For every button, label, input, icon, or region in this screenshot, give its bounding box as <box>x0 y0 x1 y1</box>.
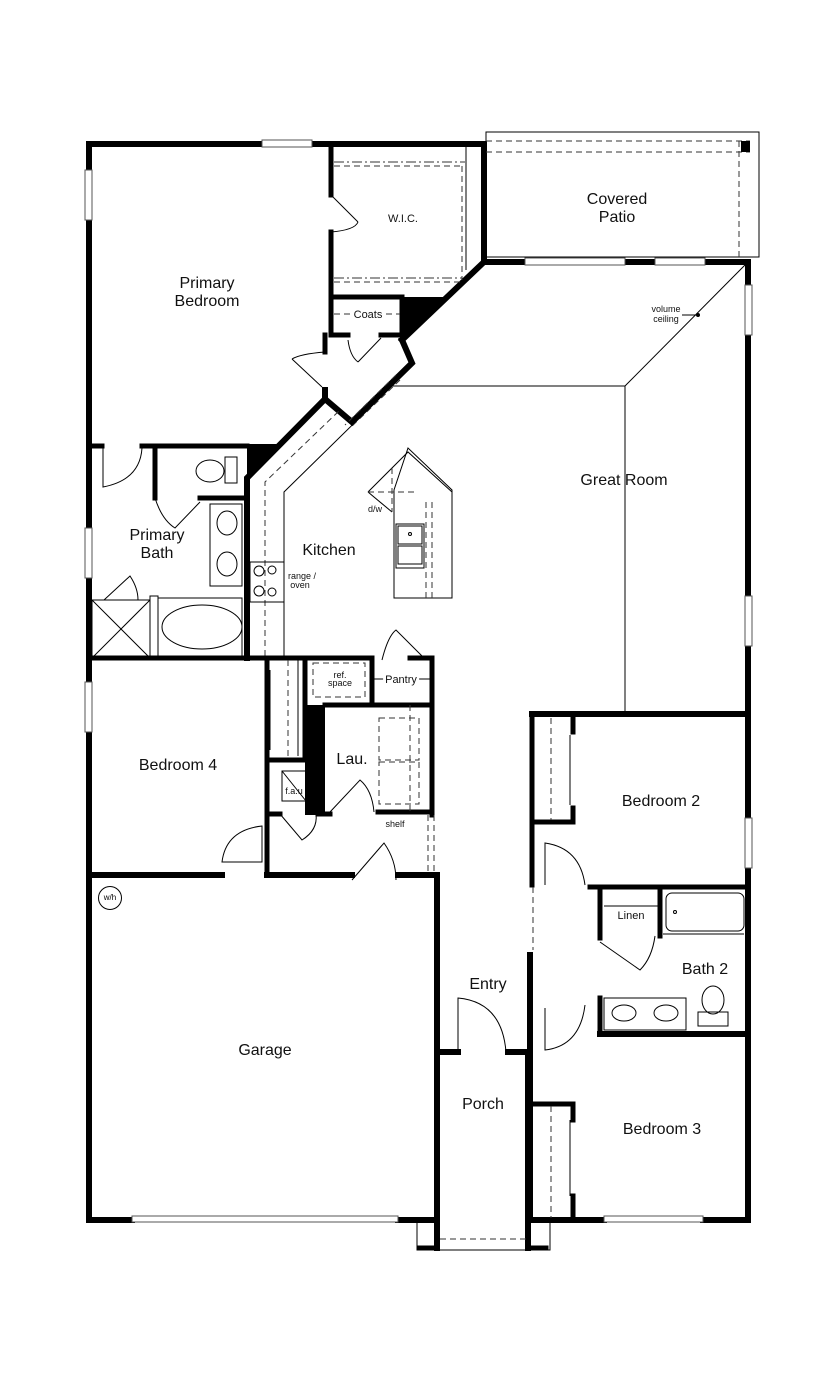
kitchen-great-room <box>244 264 746 712</box>
annotation-volume-ceiling-line2: ceiling <box>653 314 679 325</box>
room-label-primary-bedroom-line2: Bedroom <box>174 293 240 311</box>
room-label-entry: Entry <box>469 976 507 994</box>
primary-bath <box>86 443 308 661</box>
annotation-ref-space-line2: space <box>327 678 353 689</box>
annotation-ref-space-line1: ref. <box>333 670 347 681</box>
room-label-bedroom-3: Bedroom 3 <box>622 1121 702 1139</box>
room-label-wic: W.I.C. <box>388 212 418 225</box>
room-label-garage: Garage <box>238 1042 292 1060</box>
room-label-coats: Coats <box>351 308 385 322</box>
room-label-laundry: Lau. <box>336 751 368 769</box>
bedroom4-laundry-walls <box>86 629 440 881</box>
room-label-kitchen: Kitchen <box>302 542 356 560</box>
room-label-covered-patio-line1: Covered <box>586 191 648 209</box>
room-label-great-room: Great Room <box>580 472 668 490</box>
room-label-primary-bedroom-line1: Primary <box>179 275 235 293</box>
bedrooms-east-walls <box>434 711 751 1223</box>
windows <box>84 139 753 1223</box>
room-label-porch: Porch <box>462 1096 504 1114</box>
room-label-primary-bath-line1: Primary <box>129 527 185 545</box>
annotation-volume-ceiling-line1: volume <box>651 304 681 315</box>
room-label-bedroom-4: Bedroom 4 <box>138 757 218 775</box>
primary-suite-walls <box>291 141 489 429</box>
room-label-covered-patio-line2: Patio <box>598 209 636 227</box>
annotation-range-oven-line2: oven <box>290 580 310 591</box>
annotation-range-oven-line1: range / <box>287 571 317 582</box>
water-heater-symbol: w/h <box>98 886 122 910</box>
annotation-fau: f.a.u <box>285 786 303 797</box>
room-label-linen: Linen <box>617 909 645 922</box>
annotation-dishwasher: d/w <box>367 504 383 515</box>
covered-patio-outline <box>485 131 760 258</box>
annotation-shelf: shelf <box>385 819 405 830</box>
room-label-pantry: Pantry <box>383 673 419 687</box>
room-label-bedroom-2: Bedroom 2 <box>621 793 701 811</box>
room-label-bath-2: Bath 2 <box>681 961 729 979</box>
room-label-primary-bath-line2: Bath <box>140 545 174 563</box>
